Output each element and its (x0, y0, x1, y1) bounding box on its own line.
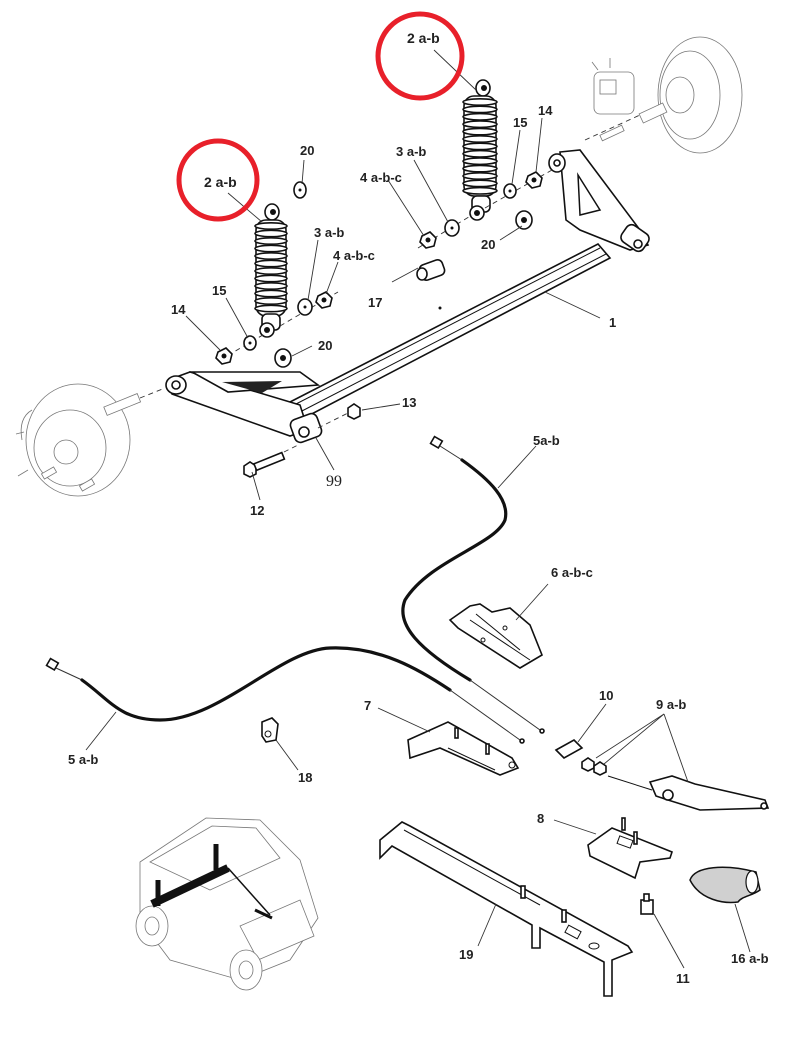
spring-coil (254, 222, 288, 231)
spring-coil (462, 105, 498, 114)
switch (640, 893, 654, 915)
callout-12: 12 (250, 503, 265, 518)
spring-coil (462, 186, 498, 195)
callout-8: 8 (537, 811, 545, 826)
spring-coil (462, 179, 498, 188)
spring-coil (462, 157, 498, 166)
spring-coil (254, 281, 288, 290)
handbrake-lever (554, 739, 770, 811)
spring-coil (254, 266, 288, 275)
callout-14-lower: 14 (171, 302, 186, 317)
highlight-circle-left (176, 138, 260, 222)
cable-clip (261, 717, 279, 743)
callout-14-upper: 14 (538, 103, 553, 118)
right-wheel-hub (584, 36, 743, 154)
lever-boot (689, 866, 761, 904)
left-wheel-hub (15, 383, 166, 497)
cable-guide-bracket (448, 603, 543, 669)
spring-coil (254, 259, 288, 268)
spring-coil (254, 237, 288, 246)
brake-cables (45, 435, 545, 744)
leader-lines (85, 49, 751, 969)
spring-coil (462, 164, 498, 173)
spring-coil (254, 289, 288, 298)
callout-20-top: 20 (300, 143, 315, 158)
callout-6abc: 6 a-b-c (551, 565, 593, 580)
callout-5ab-top: 5a-b (533, 433, 560, 448)
callout-10: 10 (599, 688, 614, 703)
spring-coil (462, 172, 498, 181)
highlight-circle-right (375, 11, 465, 101)
callout-16ab: 16 a-b (731, 951, 769, 966)
callout-11: 11 (676, 971, 690, 986)
spring-coil (254, 304, 288, 313)
spring-coil (462, 135, 498, 144)
shock-absorber-left (254, 203, 288, 338)
callout-4abc-upper: 4 a-b-c (360, 170, 402, 185)
spring-coil (462, 149, 498, 158)
callout-20-lower: 20 (318, 338, 333, 353)
plate-bracket (587, 817, 673, 880)
axle-beam (165, 149, 650, 444)
callout-3ab-upper: 3 a-b (396, 144, 427, 159)
lever-bracket (407, 721, 520, 776)
spring-coil (254, 244, 288, 253)
spring-coil (254, 296, 288, 305)
callout-19: 19 (459, 947, 474, 962)
spring-coil (254, 252, 288, 261)
spring-coil (254, 274, 288, 283)
callout-3ab-lower: 3 a-b (314, 225, 345, 240)
spring-coil (462, 98, 498, 107)
callout-2ab-right: 2 a-b (407, 30, 440, 46)
spring-coil (462, 120, 498, 129)
callout-18: 18 (298, 770, 313, 785)
callout-17: 17 (368, 295, 383, 310)
callout-7: 7 (364, 698, 372, 713)
hardware (215, 169, 553, 478)
callout-99: 99 (326, 473, 342, 490)
callout-13: 13 (402, 395, 417, 410)
spring-coil (462, 127, 498, 136)
spring-coil (254, 229, 288, 238)
callout-9ab: 9 a-b (656, 697, 687, 712)
callout-5ab-left: 5 a-b (68, 752, 99, 767)
callout-15-upper: 15 (513, 115, 528, 130)
callout-20-right: 20 (481, 237, 496, 252)
callout-2ab-left: 2 a-b (204, 174, 237, 190)
spring-coil (462, 112, 498, 121)
shock-absorber-right (462, 79, 498, 221)
callout-15-lower: 15 (212, 283, 227, 298)
callout-4abc-lower: 4 a-b-c (333, 248, 375, 263)
callout-1: 1 (609, 315, 617, 330)
vehicle-overview (135, 817, 319, 991)
long-bracket (379, 821, 634, 997)
spring-coil (462, 142, 498, 151)
highlight-circles (176, 11, 465, 222)
